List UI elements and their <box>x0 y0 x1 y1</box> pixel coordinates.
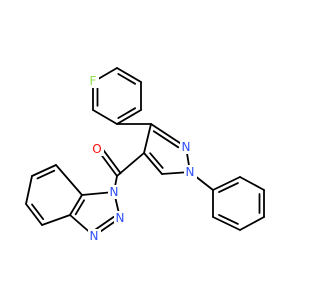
bond-p5-p6 <box>212 216 241 231</box>
bond-inner-c3-n2 <box>152 130 180 149</box>
atom-label-f: F <box>90 74 97 88</box>
bond-inner-b4-b5 <box>31 203 45 221</box>
atom-label-n-pyrazole-2: N <box>182 140 191 154</box>
atom-label-n-pyrazole-1: N <box>186 165 195 179</box>
bond-c4-cc <box>116 152 145 177</box>
atom-label-n-benzotriazole-3: N <box>90 229 99 243</box>
atom-oxygen: O <box>91 142 104 156</box>
atom-nitrogen-benzotriazole-1: N <box>108 185 121 199</box>
bond-inner-p5-p6 <box>218 213 239 225</box>
bond-inner-c3a-c7a <box>74 199 85 216</box>
bond-p4-p5 <box>239 216 265 231</box>
bond-b5-b6 <box>25 175 33 205</box>
atom-label-o: O <box>92 142 101 156</box>
atom-nitrogen-benzotriazole-3: N <box>88 229 101 243</box>
atom-fluorine: F <box>87 74 99 88</box>
atom-label-n-benzotriazole-1: N <box>110 185 119 199</box>
atom-nitrogen-pyrazole-2: N <box>180 140 193 154</box>
atom-label-layer: F O N N N N N <box>87 74 197 243</box>
atom-label-n-benzotriazole-2: N <box>116 211 125 225</box>
bond-b6-b7 <box>31 164 57 177</box>
bond-inner-f4-f5 <box>117 107 137 119</box>
bond-c4-c3 <box>143 123 152 154</box>
bond-layer <box>25 67 265 237</box>
bond-inner-p1-p2 <box>218 182 239 194</box>
chemical-structure-diagram: F O N N N N N <box>25 67 265 243</box>
bond-b4-b5 <box>25 203 43 226</box>
atom-nitrogen-pyrazole-1: N <box>184 165 197 179</box>
bond-inner-c5-c4 <box>149 152 164 169</box>
bond-inner-b6-b7 <box>36 169 56 180</box>
bond-p1-p2 <box>212 176 241 191</box>
bond-c5-c4 <box>143 152 163 175</box>
bond-c3a-c7a <box>69 194 83 216</box>
atom-nitrogen-benzotriazole-2: N <box>114 211 127 225</box>
bond-inner-nb2-nb3 <box>94 216 115 231</box>
bond-c3a-b4 <box>41 214 71 226</box>
bond-f4-f5 <box>116 109 142 125</box>
bond-inner-f2-f3 <box>117 73 137 85</box>
bond-b7-c7a <box>55 164 83 196</box>
bond-f5-f6 <box>92 109 118 125</box>
bond-p2-p3 <box>239 176 265 191</box>
bond-f2-f3 <box>116 67 142 83</box>
